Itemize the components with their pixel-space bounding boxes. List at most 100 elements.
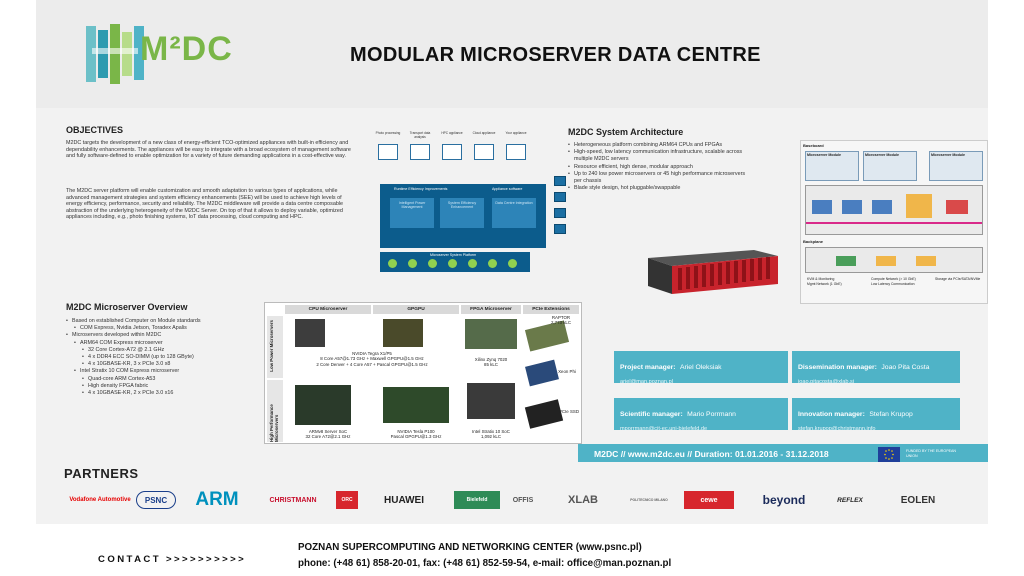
table-header: GPGPU [373, 305, 459, 314]
list-item: 4 x DDR4 ECC SO-DIMM (up to 128 GByte) [66, 354, 266, 361]
list-item: Heterogeneous platform combining ARM64 C… [568, 142, 746, 149]
row-label-high-perf: High Performance Microservers [267, 380, 283, 442]
project-bar: M2DC // www.m2dc.eu // Duration: 01.01.2… [578, 444, 988, 466]
power-mgmt-box: Intelligent Power Management [390, 198, 434, 228]
photo-app-icon [378, 144, 398, 160]
cpu-gpu-caption: NVIDIA Tegra X1/P5 8 Core A57@1.73 GHz +… [316, 351, 428, 367]
partner-logo-cewe: cewe [684, 491, 734, 509]
see-box: System Efficiency Enhancement [440, 198, 484, 228]
appliance-label: Appliance software [492, 187, 523, 191]
chip-icon [408, 259, 417, 268]
footer-org: POZNAN SUPERCOMPUTING AND NETWORKING CEN… [298, 542, 642, 553]
zynq-board-image [465, 319, 517, 349]
stack-icon [554, 224, 566, 234]
overview-title: M2DC Microserver Overview [66, 302, 188, 312]
project-bar-text: M2DC // www.m2dc.eu // Duration: 01.01.2… [594, 449, 829, 459]
app-label: HPC appliance [441, 131, 463, 135]
partner-logos: Vodafone Automotive PSNC ARM CHRISTMANN … [36, 486, 988, 516]
list-item: 4 x 10GBASE-KR, 3 x PCIe 3.0 x8 [66, 361, 266, 368]
list-item: Based on established Computer on Module … [66, 318, 266, 325]
chip-icon [428, 259, 437, 268]
chip-icon [448, 259, 457, 268]
page-title: MODULAR MICROSERVER DATA CENTRE [350, 44, 761, 66]
runtime-label: Runtime Efficiency Improvements [394, 187, 448, 191]
xeonphi-caption: Xeon Phi [558, 369, 576, 374]
contact-project-manager: Project manager: Ariel Oleksiak ariel@ma… [614, 351, 788, 385]
app-label: Cloud appliance [472, 131, 496, 135]
module-box: Microserver Module [929, 151, 983, 181]
backplane-area [805, 247, 983, 273]
overview-bullets: Based on established Computer on Module … [66, 318, 266, 397]
email-link[interactable]: mporrmann@cit-ec.uni-bielefeld.de [620, 426, 708, 432]
architecture-diagram: Baseboard Microserver Module Microserver… [800, 140, 988, 304]
partner-logo-beyond: beyond [762, 493, 806, 507]
partners-title: PARTNERS [64, 466, 139, 481]
table-header: FPGA Microserver [461, 305, 521, 314]
list-item: Up to 240 low power microservers or 45 h… [568, 171, 746, 185]
partner-logo-vodafone: Vodafone Automotive [69, 497, 131, 503]
list-item: 4 x 10GBASE-KR, 2 x PCIe 3.0 x16 [66, 390, 266, 397]
tesla-board-image [383, 387, 449, 423]
microserver-platform-bar: Microserver System Platform [380, 252, 530, 272]
partner-logo-reflex: REFLEX [837, 496, 863, 504]
raptor-caption: RAPTOR 2,773 kLC [550, 315, 571, 326]
partners-area [36, 462, 988, 524]
hpc-app-icon [442, 144, 462, 160]
partner-logo-psnc: PSNC [136, 491, 176, 509]
table-header: PCIe Extensions [523, 305, 579, 314]
table-header: CPU Microserver [285, 305, 371, 314]
contact-dissemination-manager: Dissemination manager: Joao Pita Costa j… [792, 351, 960, 385]
dc-integration-box: Data Centre Integration [492, 198, 536, 228]
email-link[interactable]: joao.pitacosta@xlab.si [798, 379, 855, 385]
module-box: Microserver Module [805, 151, 859, 181]
contact-innovation-manager: Innovation manager: Stefan Krupop stefan… [792, 398, 960, 432]
m2dc-logo-icon [86, 24, 144, 84]
list-item: High-speed, low latency communication in… [568, 149, 746, 163]
tesla-caption: NVIDIA Tesla P100 Pascal GPGPU@1.3 GHz [390, 429, 442, 440]
runtime-panel: Runtime Efficiency Improvements Applianc… [380, 184, 546, 248]
stratix-board-image [467, 383, 515, 419]
objectives-diagram: Photo processing Transport data analysis… [370, 131, 566, 278]
list-item: 32 Core Cortex-A72 @ 2.1 GHz [66, 347, 266, 354]
arch-legend: KVM & Monitoring Mgmt Network (1 GbE) [807, 277, 842, 286]
baseboard-area [805, 185, 983, 235]
microserver-table: CPU Microserver GPGPU FPGA Microserver P… [264, 302, 582, 444]
email-link[interactable]: stefan.krupop@christmann.info [798, 426, 876, 432]
partner-logo-offis: OFFIS [512, 496, 534, 504]
chip-icon [508, 259, 517, 268]
list-item: Microservers developed within M2DC [66, 332, 266, 339]
architecture-bullets: Heterogeneous platform combining ARM64 C… [568, 142, 746, 193]
list-item: ARM64 COM Express microserver [66, 340, 266, 347]
list-item: High density FPGA fabric [66, 383, 266, 390]
partner-logo-christmann: CHRISTMANN [269, 496, 317, 504]
armv8-board-image [295, 385, 351, 425]
logo-text: M²DC [140, 30, 233, 68]
baseboard-label: Baseboard [803, 143, 824, 148]
partner-logo-xlab: XLAB [568, 494, 598, 506]
objectives-paragraph-2: The M2DC server platform will enable cus… [66, 188, 344, 221]
backplane-label: Backplane [803, 239, 824, 244]
partner-logo-eolen: EOLEN [900, 494, 936, 506]
list-item: Intel Stratix 10 COM Express microserver [66, 368, 266, 375]
ssd-caption: PCIe SSD [558, 409, 579, 414]
partner-logo-arm: ARM [195, 489, 239, 510]
eu-funding-text: FUNDED BY THE EUROPEAN UNION [906, 449, 956, 458]
app-label: Photo processing [375, 131, 401, 135]
cloud-app-icon [474, 144, 494, 160]
row-label-low-power: Low Power Microservers [267, 316, 283, 378]
partner-logo-huawei: HUAWEI [384, 494, 424, 506]
stack-icon [554, 176, 566, 186]
platform-label: Microserver System Platform [430, 253, 477, 257]
chip-icon [468, 259, 477, 268]
fpga-caption: Xilinx Zynq 7020 85 kLC [474, 357, 508, 368]
footer-contact-info: phone: (+48 61) 858-20-01, fax: (+48 61)… [298, 558, 672, 569]
list-item: Resource efficient, high dense, modular … [568, 164, 746, 171]
arch-legend: Compute Network (> 10 GbE) Low Latency C… [871, 277, 916, 286]
partner-logo-polimi: POLITECNICO MILANO [630, 498, 668, 502]
app-label: Your appliance [505, 131, 527, 135]
contact-scientific-manager: Scientific manager: Mario Porrmann mporr… [614, 398, 788, 432]
module-box: Microserver Module [863, 151, 917, 181]
chip-icon [388, 259, 397, 268]
arch-legend: Storage via PCIe/SATA/NVMe [935, 277, 981, 281]
email-link[interactable]: ariel@man.poznan.pl [620, 379, 673, 385]
